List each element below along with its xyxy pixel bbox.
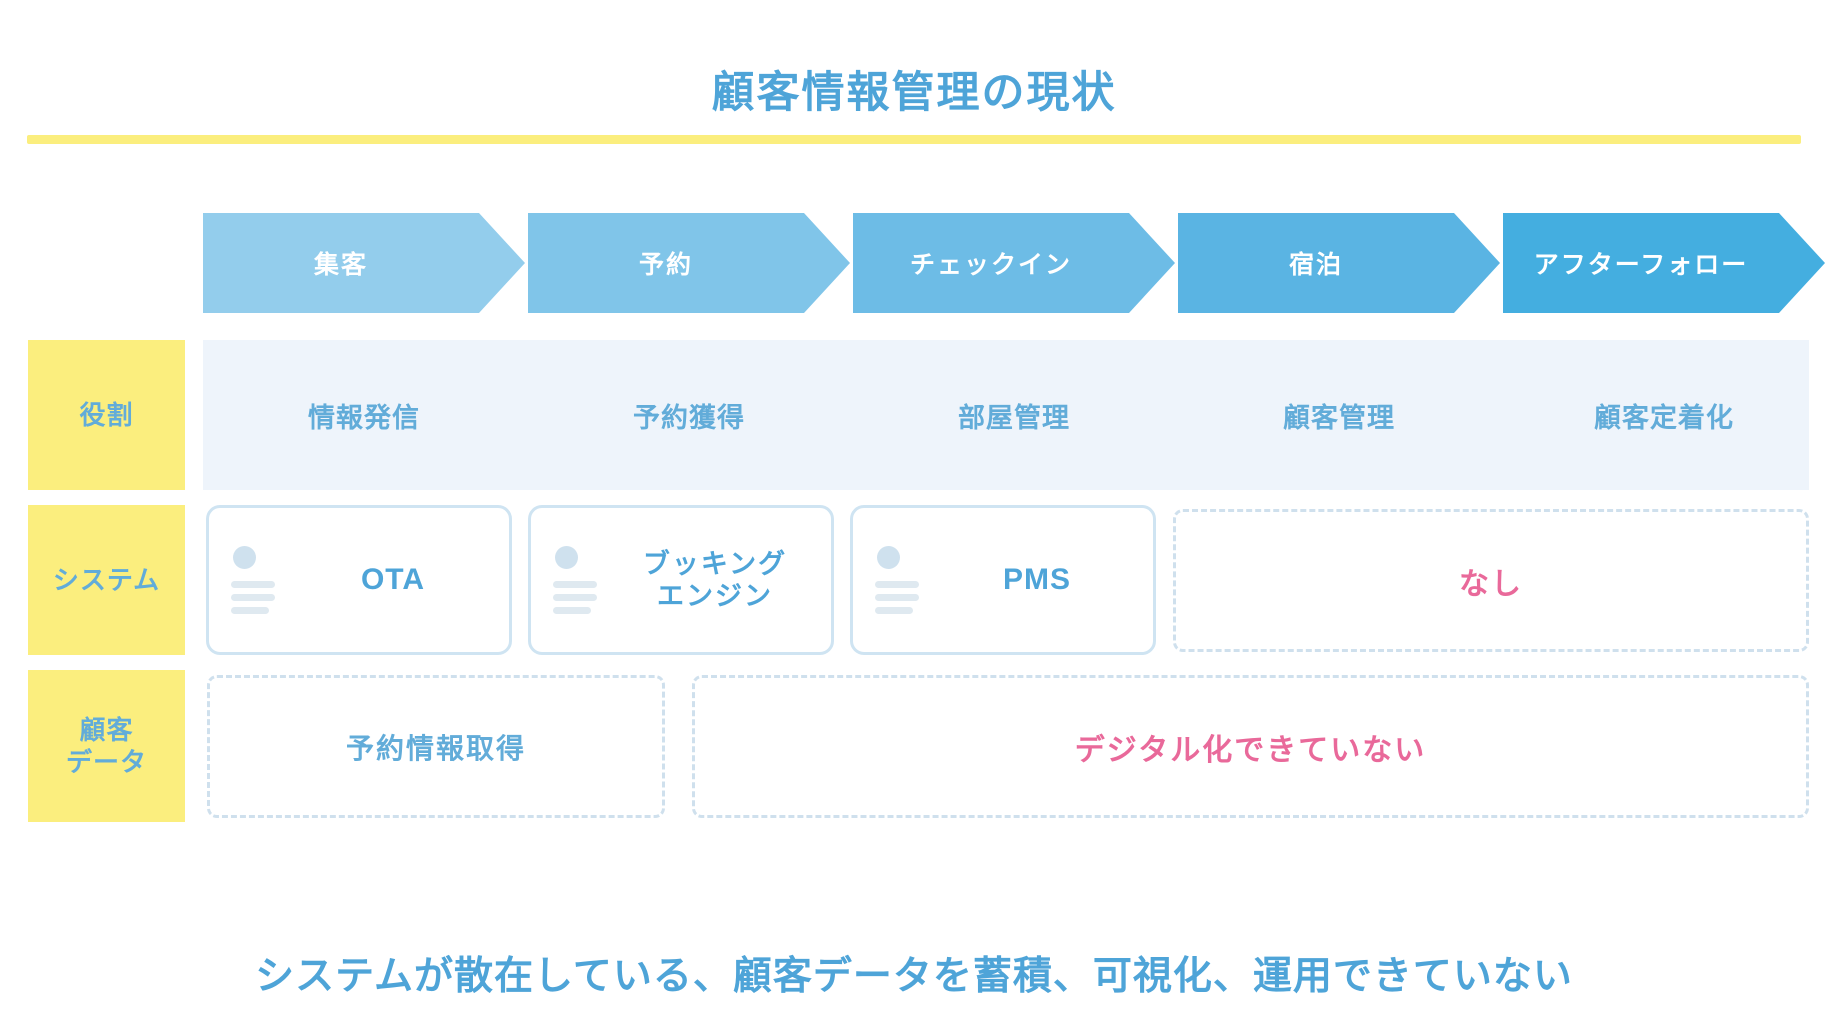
stage-arrow-label: 宿泊 bbox=[1288, 251, 1343, 279]
row-label-customer-data: 顧客 データ bbox=[28, 670, 185, 822]
system-card-label: ブッキング エンジン bbox=[611, 548, 831, 613]
role-row-band bbox=[203, 340, 1809, 490]
system-card-pms[interactable]: PMS bbox=[850, 505, 1156, 655]
customer-data-box-text: 予約情報取得 bbox=[345, 732, 526, 764]
contact-card-icon bbox=[875, 546, 933, 614]
role-cell-text: 予約獲得 bbox=[633, 402, 745, 433]
role-cell-4: 顧客管理 bbox=[1178, 340, 1500, 490]
stage-arrow-label: アフターフォロー bbox=[1533, 251, 1749, 279]
stage-arrow-row: 集客 予約 チェックイン 宿泊 アフターフォロー bbox=[0, 213, 1828, 313]
row-label-customer-data-line2: データ bbox=[65, 747, 147, 777]
contact-card-icon bbox=[231, 546, 289, 614]
stage-arrow-label: チェックイン bbox=[909, 251, 1072, 279]
page-title: 顧客情報管理の現状 bbox=[711, 69, 1117, 117]
system-empty-text: なし bbox=[1459, 567, 1523, 601]
contact-card-icon-line bbox=[231, 581, 275, 588]
system-empty-box: なし bbox=[1173, 509, 1809, 652]
row-label-role: 役割 bbox=[28, 340, 185, 490]
role-cell-1: 情報発信 bbox=[203, 340, 525, 490]
system-card-booking-engine[interactable]: ブッキング エンジン bbox=[528, 505, 834, 655]
customer-data-box-not-digitized: デジタル化できていない bbox=[692, 675, 1809, 818]
contact-card-icon-dot bbox=[233, 546, 256, 569]
stage-arrow-shukyaku[interactable]: 集客 bbox=[203, 213, 525, 313]
system-card-label: PMS bbox=[1002, 563, 1071, 596]
role-cell-2: 予約獲得 bbox=[528, 340, 850, 490]
role-cell-3: 部屋管理 bbox=[853, 340, 1175, 490]
contact-card-icon-line bbox=[875, 594, 919, 601]
stage-arrow-label: 集客 bbox=[313, 251, 368, 279]
contact-card-icon-line bbox=[875, 607, 913, 614]
row-label-customer-data-line1: 顧客 bbox=[79, 714, 134, 745]
contact-card-icon-line bbox=[553, 607, 591, 614]
system-card-ota[interactable]: OTA bbox=[206, 505, 512, 655]
role-cell-5: 顧客定着化 bbox=[1503, 340, 1825, 490]
stage-arrow-yoyaku[interactable]: 予約 bbox=[528, 213, 850, 313]
row-label-system: システム bbox=[28, 505, 185, 655]
role-cell-text: 部屋管理 bbox=[958, 402, 1070, 433]
contact-card-icon bbox=[553, 546, 611, 614]
stage-arrow-afterfollow[interactable]: アフターフォロー bbox=[1503, 213, 1825, 313]
system-card-label: OTA bbox=[360, 563, 426, 596]
contact-card-icon-line bbox=[231, 607, 269, 614]
contact-card-icon-line bbox=[875, 581, 919, 588]
summary-caption: システムが散在している、顧客データを蓄積、可視化、運用できていない bbox=[255, 955, 1573, 998]
contact-card-icon-line bbox=[231, 594, 275, 601]
row-label-system-text: システム bbox=[52, 564, 161, 595]
stage-arrow-checkin[interactable]: チェックイン bbox=[853, 213, 1175, 313]
contact-card-icon-dot bbox=[877, 546, 900, 569]
title-underline bbox=[27, 135, 1801, 144]
row-label-role-text: 役割 bbox=[79, 399, 134, 430]
stage-arrow-shukuhaku[interactable]: 宿泊 bbox=[1178, 213, 1500, 313]
system-card-label-line1: ブッキング bbox=[642, 548, 788, 579]
customer-data-box-reservation: 予約情報取得 bbox=[207, 675, 665, 818]
role-cell-text: 情報発信 bbox=[308, 402, 420, 433]
role-cell-text: 顧客定着化 bbox=[1594, 402, 1734, 433]
contact-card-icon-line bbox=[553, 594, 597, 601]
role-cell-text: 顧客管理 bbox=[1283, 402, 1395, 433]
system-card-label-line2: エンジン bbox=[657, 581, 773, 611]
contact-card-icon-line bbox=[553, 581, 597, 588]
stage-arrow-label: 予約 bbox=[638, 251, 693, 279]
customer-data-box-text: デジタル化できていない bbox=[1074, 733, 1427, 767]
contact-card-icon-dot bbox=[555, 546, 578, 569]
